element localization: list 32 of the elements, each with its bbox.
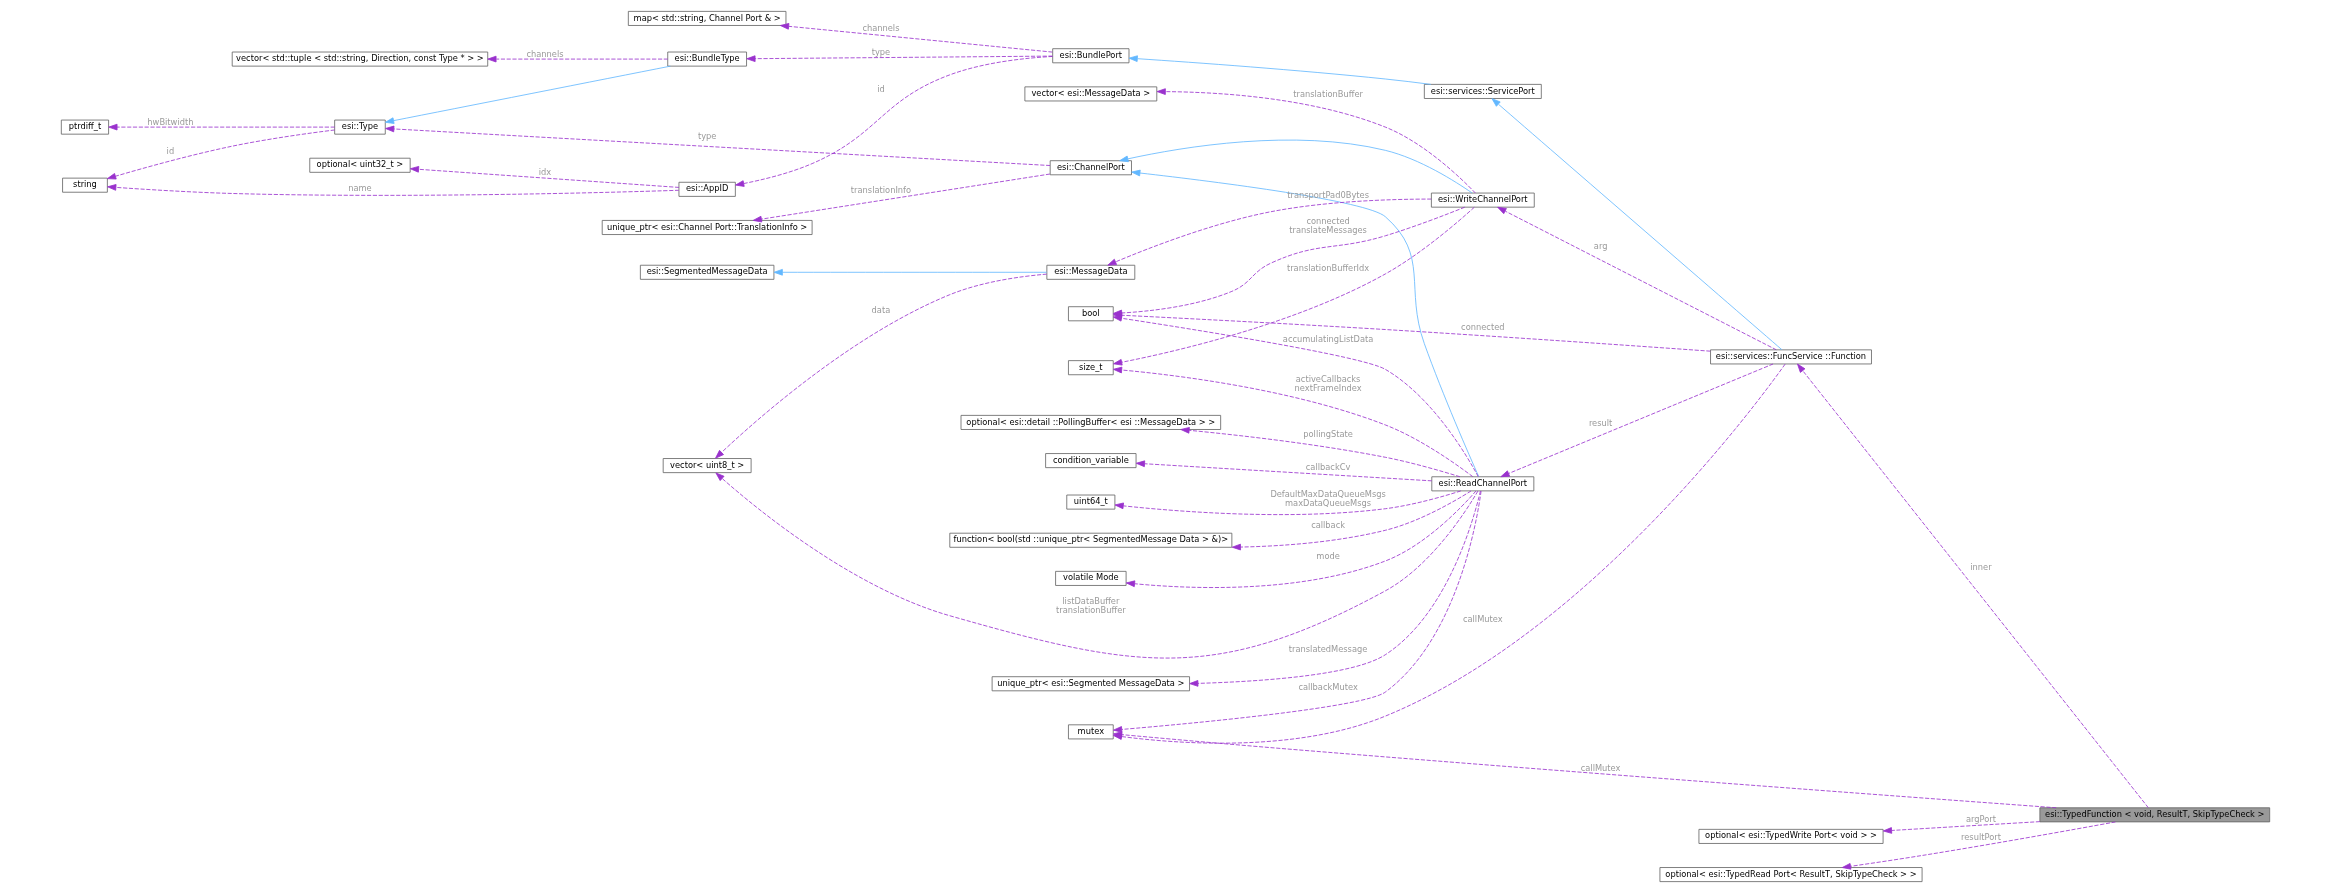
edge-label: callMutex	[1580, 762, 1621, 773]
edge-label: type	[697, 130, 717, 141]
edge-label: name	[348, 182, 372, 193]
edge-label: activeCallbacks nextFrameIndex	[1294, 373, 1362, 393]
edge-label: channels	[526, 48, 564, 59]
edge-label: argPort	[1965, 814, 1996, 825]
edge-label: callMutex	[1462, 613, 1503, 624]
edge-label: idx	[538, 167, 552, 178]
edge-label: data	[871, 304, 891, 315]
edge-label: callbackMutex	[1298, 681, 1358, 692]
edge-label: id	[166, 145, 175, 156]
edge-label: pollingState	[1303, 429, 1353, 440]
edge-label: arg	[1593, 241, 1608, 252]
edge-label: translationBufferIdx	[1286, 263, 1370, 274]
edge-label: translatedMessage	[1288, 644, 1368, 655]
edge-label: callbackCv	[1305, 461, 1351, 472]
edge-label: hwBitwidth	[147, 116, 194, 127]
edge-label: result	[1588, 417, 1613, 428]
edge-label: listDataBuffer translationBuffer	[1056, 596, 1126, 616]
edge-label: channels	[862, 22, 900, 33]
edge-label: connected	[1461, 322, 1505, 333]
edge-label: connected translateMessages	[1289, 216, 1367, 236]
edge-label: callback	[1311, 519, 1346, 530]
edge-label: translationInfo	[850, 185, 912, 196]
edge-label: accumulatingListData	[1282, 333, 1374, 344]
edge-label: type	[871, 46, 891, 57]
edge-label: mode	[1316, 550, 1340, 561]
edge-label: translationBuffer	[1293, 89, 1363, 100]
edge-label: resultPort	[1961, 831, 2001, 842]
edge-label: id	[877, 84, 885, 95]
edge-label: inner	[1970, 562, 1992, 573]
edge-label: DefaultMaxDataQueueMsgs maxDataQueueMsgs	[1270, 489, 1386, 509]
